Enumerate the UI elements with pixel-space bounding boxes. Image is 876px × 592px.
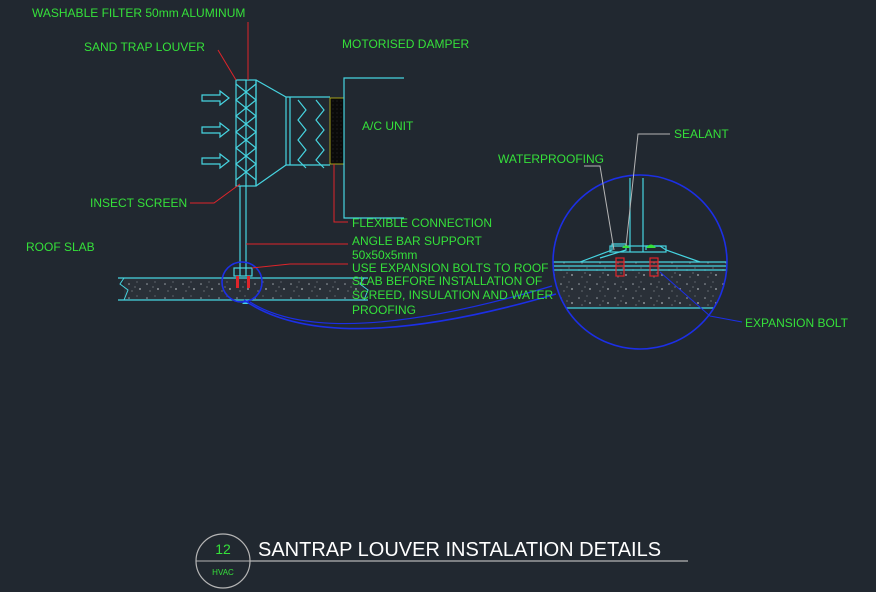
- label-motorised-damper: MOTORISED DAMPER: [342, 37, 469, 51]
- label-flexible-connection: FLEXIBLE CONNECTION: [352, 216, 492, 230]
- detail-callout-circle: [221, 261, 263, 303]
- label-angle-bar-1: ANGLE BAR SUPPORT: [352, 234, 482, 248]
- label-insect-screen: INSECT SCREEN: [90, 196, 187, 210]
- detail-link-curve: [243, 293, 557, 330]
- roof-slab: [118, 276, 369, 304]
- title-discipline: HVAC: [212, 568, 234, 577]
- label-ac-unit: A/C UNIT: [362, 119, 414, 133]
- label-bolts-4: PROOFING: [352, 303, 416, 317]
- label-sealant: SEALANT: [674, 127, 729, 141]
- label-angle-bar-2: 50x50x5mm: [352, 248, 417, 262]
- label-bolts-2: SLAB BEFORE INSTALLATION OF: [352, 274, 542, 288]
- plenum-transition: [255, 79, 287, 187]
- main-elevation: [118, 77, 557, 330]
- motorised-damper: [329, 97, 345, 165]
- sand-trap-louver: [235, 79, 257, 187]
- label-bolts-1: USE EXPANSION BOLTS TO ROOF: [352, 261, 549, 275]
- enlarged-detail: [552, 174, 728, 350]
- title-block: 12 HVAC SANTRAP LOUVER INSTALATION DETAI…: [195, 533, 688, 589]
- label-bolts-3: SCREED, INSULATION AND WATER: [352, 288, 553, 302]
- ac-unit-outline: [343, 77, 404, 219]
- angle-bar-support: [233, 186, 253, 277]
- label-waterproofing: WATERPROOFING: [498, 152, 604, 166]
- label-washable-filter: WASHABLE FILTER 50mm ALUMINUM: [32, 6, 245, 20]
- label-sand-trap-louver: SAND TRAP LOUVER: [84, 40, 205, 54]
- title-number: 12: [215, 541, 231, 557]
- labels: WASHABLE FILTER 50mm ALUMINUM SAND TRAP …: [26, 6, 849, 330]
- label-expansion-bolt: EXPANSION BOLT: [745, 316, 849, 330]
- leader-lines: [190, 22, 743, 323]
- flexible-connection: [286, 96, 330, 169]
- detail-circle: [552, 174, 728, 350]
- airflow-arrows-icon: [201, 89, 230, 170]
- label-roof-slab: ROOF SLAB: [26, 240, 95, 254]
- drawing-title: SANTRAP LOUVER INSTALATION DETAILS: [258, 539, 661, 561]
